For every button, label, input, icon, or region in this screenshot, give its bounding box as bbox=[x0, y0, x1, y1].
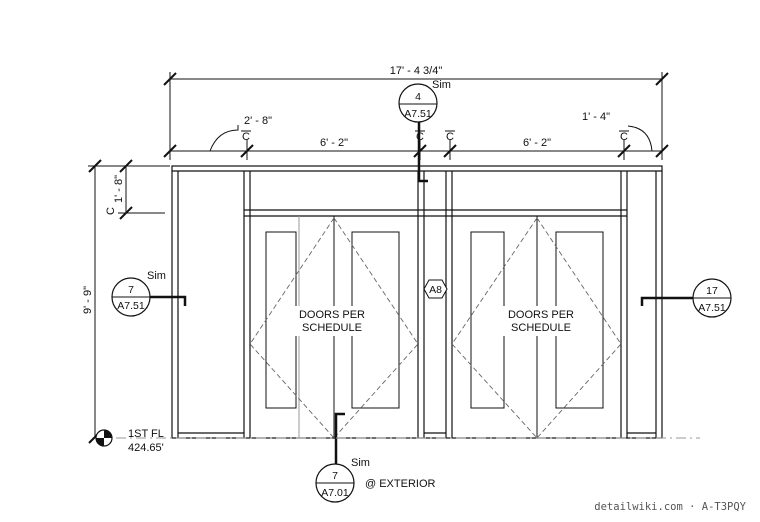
door-tag-label: A8 bbox=[429, 284, 442, 296]
callout-bottom-number: 7 bbox=[332, 470, 338, 482]
watermark: detailwiki.com · A-T3PQY bbox=[594, 501, 746, 513]
level-name: 1ST FL bbox=[128, 428, 164, 440]
level-elevation: 424.65' bbox=[128, 442, 164, 454]
overall-height-dimension: 9' - 9" bbox=[82, 286, 94, 314]
right-bay-dimension: 6' - 2" bbox=[523, 137, 551, 149]
centerline-symbol: C bbox=[242, 131, 250, 143]
callout-left-note: Sim bbox=[147, 270, 166, 282]
level-datum-icon bbox=[95, 429, 113, 447]
centerline-symbol: C bbox=[620, 131, 628, 143]
overall-width-label: 17' - 4 3/4" bbox=[390, 65, 443, 77]
callout-bottom-extra: @ EXTERIOR bbox=[365, 478, 436, 490]
callout-bottom-note: Sim bbox=[351, 457, 370, 469]
left-bay-dimension: 6' - 2" bbox=[320, 137, 348, 149]
centerline-symbol: C bbox=[446, 131, 454, 143]
section-callout-right[interactable]: 17 A7.51 bbox=[640, 278, 732, 318]
storefront-frame bbox=[171, 165, 663, 439]
centerline-marks: C C C C bbox=[241, 130, 629, 143]
section-callout-top[interactable]: 4 A7.51 bbox=[398, 83, 438, 183]
door-note-right-line1: DOORS PER bbox=[508, 309, 574, 321]
door-tag[interactable]: A8 bbox=[423, 279, 448, 299]
bay-dimensions bbox=[163, 140, 669, 160]
centerline-symbol: C bbox=[105, 207, 117, 215]
door-swing-left bbox=[249, 217, 419, 439]
door-swing-right bbox=[451, 217, 622, 439]
callout-left-sheet: A7.51 bbox=[117, 300, 145, 312]
section-callout-bottom[interactable]: 7 A7.01 bbox=[315, 412, 355, 503]
offset-leaders bbox=[209, 125, 653, 152]
right-offset-dimension: 1' - 4" bbox=[582, 111, 610, 123]
callout-bottom-sheet: A7.01 bbox=[321, 487, 349, 499]
height-dimensions bbox=[88, 159, 170, 444]
section-callout-left[interactable]: 7 A7.51 bbox=[111, 277, 187, 317]
overall-width-dimension bbox=[163, 72, 669, 160]
callout-right-sheet: A7.51 bbox=[698, 302, 726, 314]
callout-left-number: 7 bbox=[128, 284, 134, 296]
callout-top-note: Sim bbox=[432, 79, 451, 91]
callout-right-number: 17 bbox=[706, 285, 718, 297]
top-panel-height-dimension: 1' - 8" bbox=[113, 175, 125, 203]
door-note-backdrop bbox=[497, 306, 581, 336]
callout-top-number: 4 bbox=[415, 91, 421, 103]
door-note-left-line2: SCHEDULE bbox=[302, 322, 362, 334]
door-note-left-line1: DOORS PER bbox=[299, 309, 365, 321]
door-note-right-line2: SCHEDULE bbox=[511, 322, 571, 334]
callout-top-sheet: A7.51 bbox=[404, 108, 432, 120]
left-offset-dimension: 2' - 8" bbox=[244, 115, 272, 127]
door-note-backdrop bbox=[288, 306, 376, 336]
